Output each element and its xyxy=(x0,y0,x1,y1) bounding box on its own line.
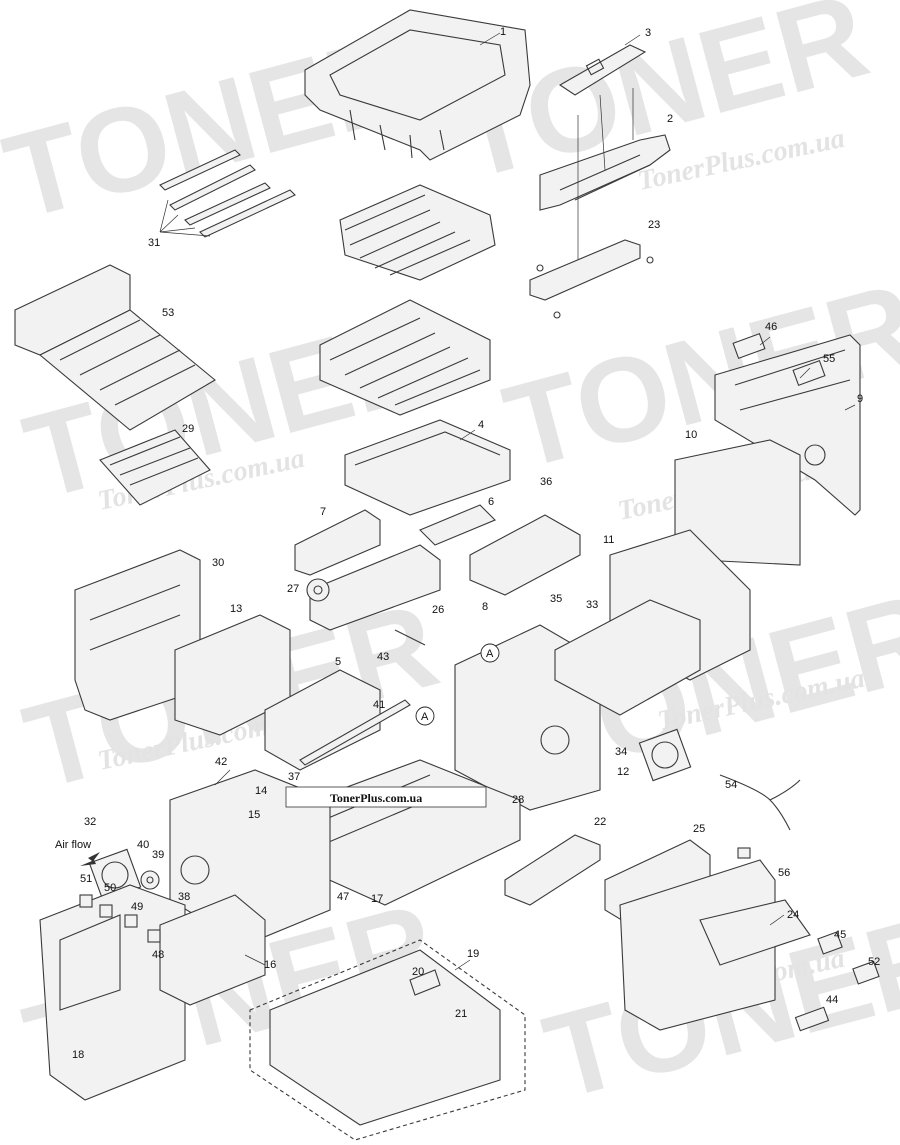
part-paper-cassette xyxy=(249,939,526,1141)
callout-19: 19 xyxy=(467,948,479,960)
callout-7: 7 xyxy=(320,506,326,518)
callout-56: 56 xyxy=(778,867,790,879)
callout-23: 23 xyxy=(648,219,660,231)
callout-44: 44 xyxy=(826,994,838,1006)
callout-41: 41 xyxy=(373,699,385,711)
callout-47: 47 xyxy=(337,891,349,903)
callout-50: 50 xyxy=(104,882,116,894)
callout-33: 33 xyxy=(586,599,598,611)
callout-20: 20 xyxy=(412,966,424,978)
callout-9: 9 xyxy=(857,393,863,405)
callout-31: 31 xyxy=(148,237,160,249)
callout-34: 34 xyxy=(615,746,627,758)
caption-box: TonerPlus.com.ua xyxy=(285,786,487,808)
part-labels-top xyxy=(732,332,826,387)
part-panel-bracket xyxy=(529,239,654,319)
callout-14: 14 xyxy=(255,785,267,797)
part-operator-panel xyxy=(539,88,671,280)
callout-18: 18 xyxy=(72,1049,84,1061)
callout-46: 46 xyxy=(765,321,777,333)
callout-38: 38 xyxy=(178,891,190,903)
part-top-cover xyxy=(304,9,531,161)
callout-numbers: 1 2 3 4 5 6 7 8 9 10 11 12 13 14 15 16 1… xyxy=(72,26,880,1061)
part-transfer-belt xyxy=(344,419,511,516)
part-board-16 xyxy=(159,894,266,1006)
callout-32: 32 xyxy=(84,816,96,828)
callout-30: 30 xyxy=(212,557,224,569)
callout-40: 40 xyxy=(137,839,149,851)
callout-6: 6 xyxy=(488,496,494,508)
part-drive-frames xyxy=(294,509,441,631)
callout-21: 21 xyxy=(455,1008,467,1020)
part-paper-guide xyxy=(99,429,211,506)
part-right-cover xyxy=(714,334,861,516)
callout-11: 11 xyxy=(603,534,614,546)
callout-52: 52 xyxy=(868,956,880,968)
callout-53: 53 xyxy=(162,307,174,319)
part-rear-cover xyxy=(74,549,201,721)
part-led-heads xyxy=(159,149,296,238)
callout-35: 35 xyxy=(550,593,562,605)
callout-26: 26 xyxy=(432,604,444,616)
part-small-spring xyxy=(394,629,426,646)
callout-12: 12 xyxy=(617,766,629,778)
part-sensor-board xyxy=(419,504,496,546)
air-flow-indicator: Air flow xyxy=(55,839,100,866)
callout-2: 2 xyxy=(667,113,673,125)
callout-4: 4 xyxy=(478,419,484,431)
callout-51: 51 xyxy=(80,873,92,885)
part-high-voltage xyxy=(554,599,701,716)
callout-29: 29 xyxy=(182,423,194,435)
callout-28: 28 xyxy=(512,794,524,806)
callout-25: 25 xyxy=(693,823,705,835)
part-fuser-unit xyxy=(264,669,381,771)
callout-3: 3 xyxy=(645,27,651,39)
callout-5: 5 xyxy=(335,656,341,668)
part-guide-rail xyxy=(299,699,411,766)
section-tag-a: A xyxy=(415,706,435,726)
callout-10: 10 xyxy=(685,429,697,441)
part-labels xyxy=(737,847,880,1032)
callout-42: 42 xyxy=(215,756,227,768)
callout-43: 43 xyxy=(377,651,389,663)
caption-text: TonerPlus.com.ua xyxy=(330,791,422,805)
callout-8: 8 xyxy=(482,601,488,613)
part-front-cover xyxy=(619,859,811,1031)
part-toner-cartridges xyxy=(339,184,496,281)
callout-37: 37 xyxy=(288,771,300,783)
callout-24: 24 xyxy=(787,909,799,921)
part-cable xyxy=(719,774,801,831)
section-tag-a: A xyxy=(480,643,500,663)
callout-22: 22 xyxy=(594,816,606,828)
callout-13: 13 xyxy=(230,603,242,615)
callout-17: 17 xyxy=(371,893,383,905)
part-small-labels xyxy=(79,894,161,943)
section-tag-letter: A xyxy=(421,711,429,723)
callout-45: 45 xyxy=(834,929,846,941)
leader-lines xyxy=(214,336,856,971)
part-fan xyxy=(638,728,692,782)
callout-1: 1 xyxy=(500,26,506,38)
part-gears xyxy=(140,870,160,890)
callout-39: 39 xyxy=(152,849,164,861)
part-guide-22 xyxy=(504,834,601,906)
section-tag-letter: A xyxy=(486,648,494,660)
callout-27: 27 xyxy=(287,583,299,595)
part-duplex-unit xyxy=(14,264,216,431)
part-panel-overlay xyxy=(558,34,647,96)
callout-16: 16 xyxy=(264,959,276,971)
air-flow-label: Air flow xyxy=(55,839,91,851)
part-duct xyxy=(469,514,581,596)
callout-15: 15 xyxy=(248,809,260,821)
callout-48: 48 xyxy=(152,949,164,961)
callout-54: 54 xyxy=(725,779,737,791)
callout-55: 55 xyxy=(823,353,835,365)
part-image-drums xyxy=(319,299,491,416)
callout-36: 36 xyxy=(540,476,552,488)
callout-49: 49 xyxy=(131,901,143,913)
